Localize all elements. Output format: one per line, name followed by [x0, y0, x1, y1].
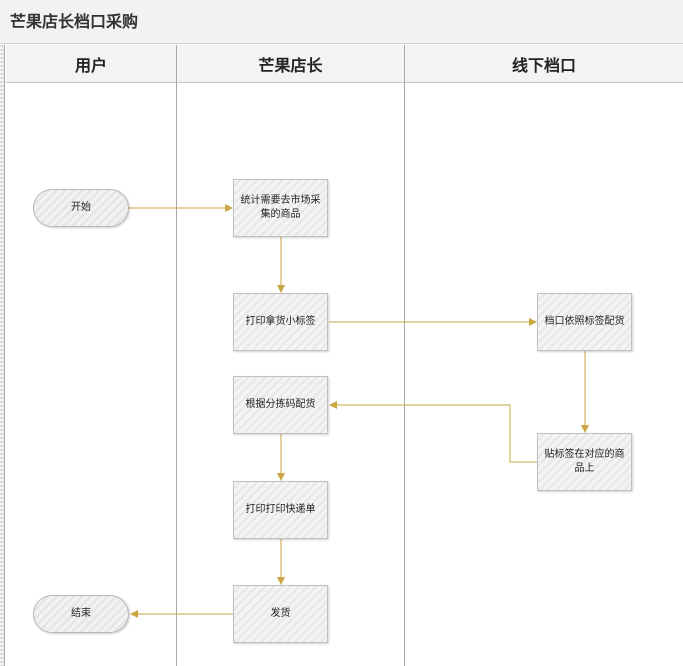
process-count-goods: 统计需要去市场采集的商品 [233, 179, 328, 237]
end-node: 结束 [33, 595, 129, 633]
start-node: 开始 [33, 189, 129, 227]
process-print-waybill: 打印打印快递单 [233, 481, 328, 539]
process-ship: 发货 [233, 585, 328, 643]
process-print-label: 打印拿货小标签 [233, 293, 328, 351]
process-sort-by-code: 根据分拣码配货 [233, 376, 328, 434]
lane-header-mango-manager: 芒果店长 [177, 45, 404, 83]
lane-divider-1 [176, 45, 177, 666]
process-stick-label: 贴标签在对应的商品上 [537, 433, 632, 491]
page-title: 芒果店长档口采购 [10, 12, 139, 31]
title-bar: 芒果店长档口采购 [0, 0, 683, 44]
left-edge-strip [0, 45, 5, 666]
lane-divider-2 [404, 45, 405, 666]
edge-stick-label-to-sort [329, 401, 537, 463]
process-stall-pick: 档口依照标签配货 [537, 293, 632, 351]
lane-header-user: 用户 [6, 45, 176, 83]
lane-header-offline-stall: 线下档口 [405, 45, 683, 83]
